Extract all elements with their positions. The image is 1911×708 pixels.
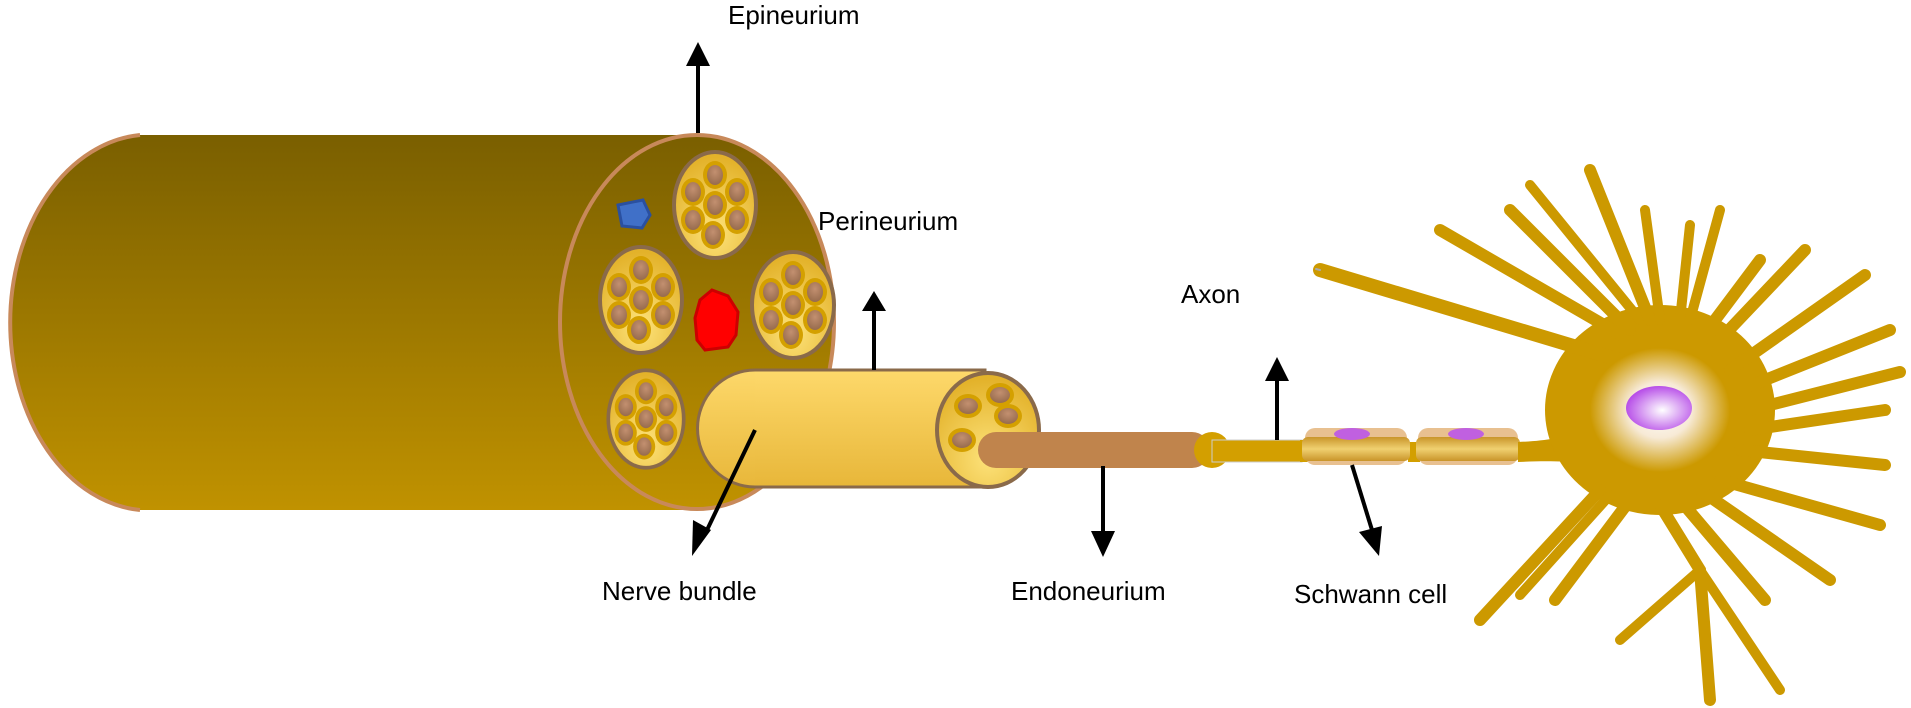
schwann-cell-arrow bbox=[1350, 464, 1374, 531]
fascicle bbox=[672, 150, 758, 260]
fascicle bbox=[598, 245, 684, 355]
epineurium-arrowhead bbox=[686, 42, 710, 66]
axon-arrowhead bbox=[1265, 357, 1289, 381]
endoneurium-tube bbox=[978, 432, 1230, 468]
label-epineurium: Epineurium bbox=[728, 0, 860, 30]
endoneurium-arrowhead bbox=[1091, 531, 1115, 557]
label-nerve-bundle: Nerve bundle bbox=[602, 576, 757, 606]
vein-icon bbox=[616, 198, 652, 230]
artery-icon bbox=[693, 288, 740, 352]
schwann-cell bbox=[1416, 428, 1520, 465]
nerve-bundle bbox=[696, 368, 1041, 489]
label-perineurium: Perineurium bbox=[818, 206, 958, 236]
nucleus bbox=[1626, 386, 1692, 430]
perineurium-arrowhead bbox=[862, 291, 886, 311]
schwann-cell-arrowhead bbox=[1359, 526, 1382, 556]
fascicle bbox=[606, 368, 686, 470]
label-schwann-cell: Schwann cell bbox=[1294, 579, 1447, 609]
schwann-cell bbox=[1302, 428, 1410, 465]
fascicle bbox=[750, 250, 836, 360]
label-axon: Axon bbox=[1181, 279, 1240, 309]
neuron bbox=[1313, 164, 1906, 706]
annotation-arrows bbox=[686, 42, 1382, 557]
label-endoneurium: Endoneurium bbox=[1011, 576, 1166, 606]
nerve-bundle-arrowhead bbox=[692, 520, 711, 556]
nerve-bundle-arrow bbox=[705, 429, 757, 531]
